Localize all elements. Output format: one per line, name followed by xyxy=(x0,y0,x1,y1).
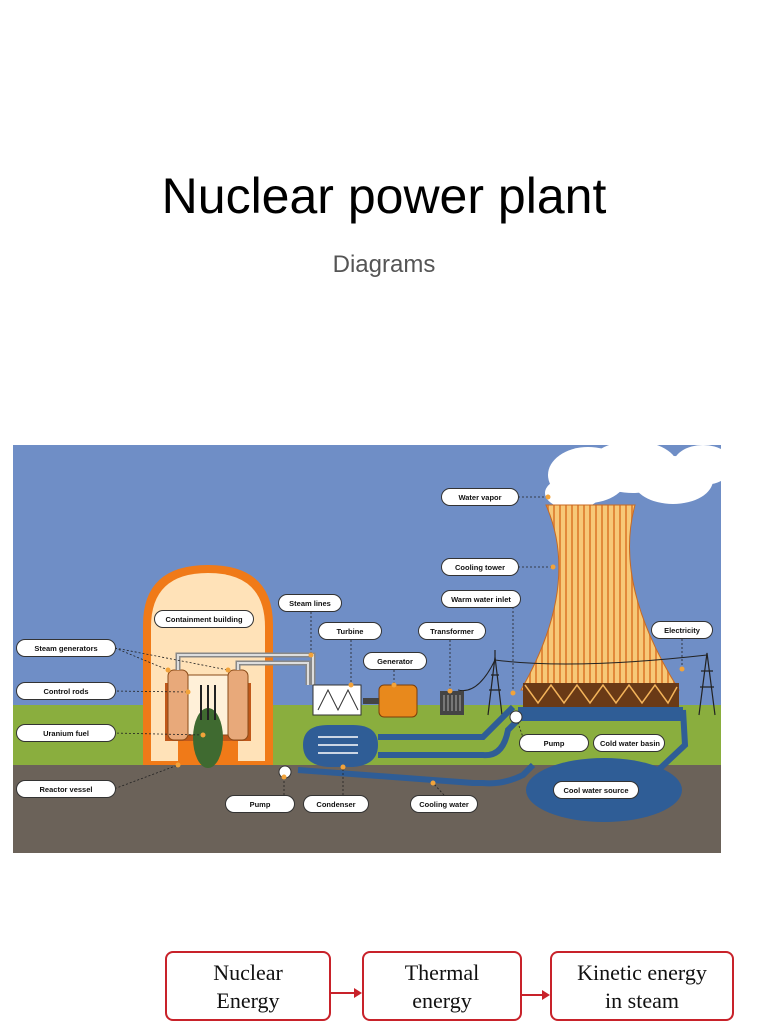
label-uranium-fuel: Uranium fuel xyxy=(16,724,116,742)
slide-subtitle: Diagrams xyxy=(332,251,436,278)
transmission-tower-right xyxy=(698,652,716,716)
flow-label-nuclear-energy: Nuclear Energy xyxy=(213,960,283,1013)
label-generator: Generator xyxy=(363,652,427,670)
flow-box-thermal-energy: Thermal energy xyxy=(362,951,522,1021)
label-cooling-water: Cooling water xyxy=(410,795,478,813)
arrow-head-2 xyxy=(542,990,550,1000)
arrow-head-1 xyxy=(354,988,362,998)
transmission-tower-left xyxy=(487,650,503,716)
label-cool-water-source: Cool water source xyxy=(553,781,639,799)
flow-box-nuclear-energy: Nuclear Energy xyxy=(165,951,331,1021)
label-turbine: Turbine xyxy=(318,622,382,640)
leader-dots xyxy=(165,494,685,786)
nuclear-plant-diagram: Water vapor Cooling tower Warm water inl… xyxy=(13,445,721,853)
condenser xyxy=(303,725,378,767)
label-control-rods: Control rods xyxy=(16,682,116,700)
cooling-water-pipes xyxy=(378,704,526,759)
pump-right-icon xyxy=(509,710,523,724)
label-transformer: Transformer xyxy=(418,622,486,640)
label-pump-left: Pump xyxy=(225,795,295,813)
label-steam-lines: Steam lines xyxy=(278,594,342,612)
label-reactor-vessel: Reactor vessel xyxy=(16,780,116,798)
label-pump-right: Pump xyxy=(519,734,589,752)
label-electricity: Electricity xyxy=(651,621,713,639)
label-cooling-tower: Cooling tower xyxy=(441,558,519,576)
cold-water-basin xyxy=(518,707,683,721)
flow-box-kinetic-energy: Kinetic energy in steam xyxy=(550,951,734,1021)
flow-label-kinetic-energy: Kinetic energy in steam xyxy=(577,960,707,1013)
label-containment-building: Containment building xyxy=(154,610,254,628)
label-warm-water-inlet: Warm water inlet xyxy=(441,590,521,608)
slide-title: Nuclear power plant xyxy=(161,168,607,224)
power-lines xyxy=(457,654,708,692)
flow-label-thermal-energy: Thermal energy xyxy=(404,960,480,1013)
control-rods xyxy=(200,685,216,720)
label-cold-water-basin: Cold water basin xyxy=(593,734,665,752)
label-condenser: Condenser xyxy=(303,795,369,813)
label-water-vapor: Water vapor xyxy=(441,488,519,506)
label-steam-generators: Steam generators xyxy=(16,639,116,657)
return-pipe xyxy=(297,762,536,787)
water-vapor-cloud xyxy=(545,445,721,509)
uranium-fuel-core xyxy=(193,708,223,768)
